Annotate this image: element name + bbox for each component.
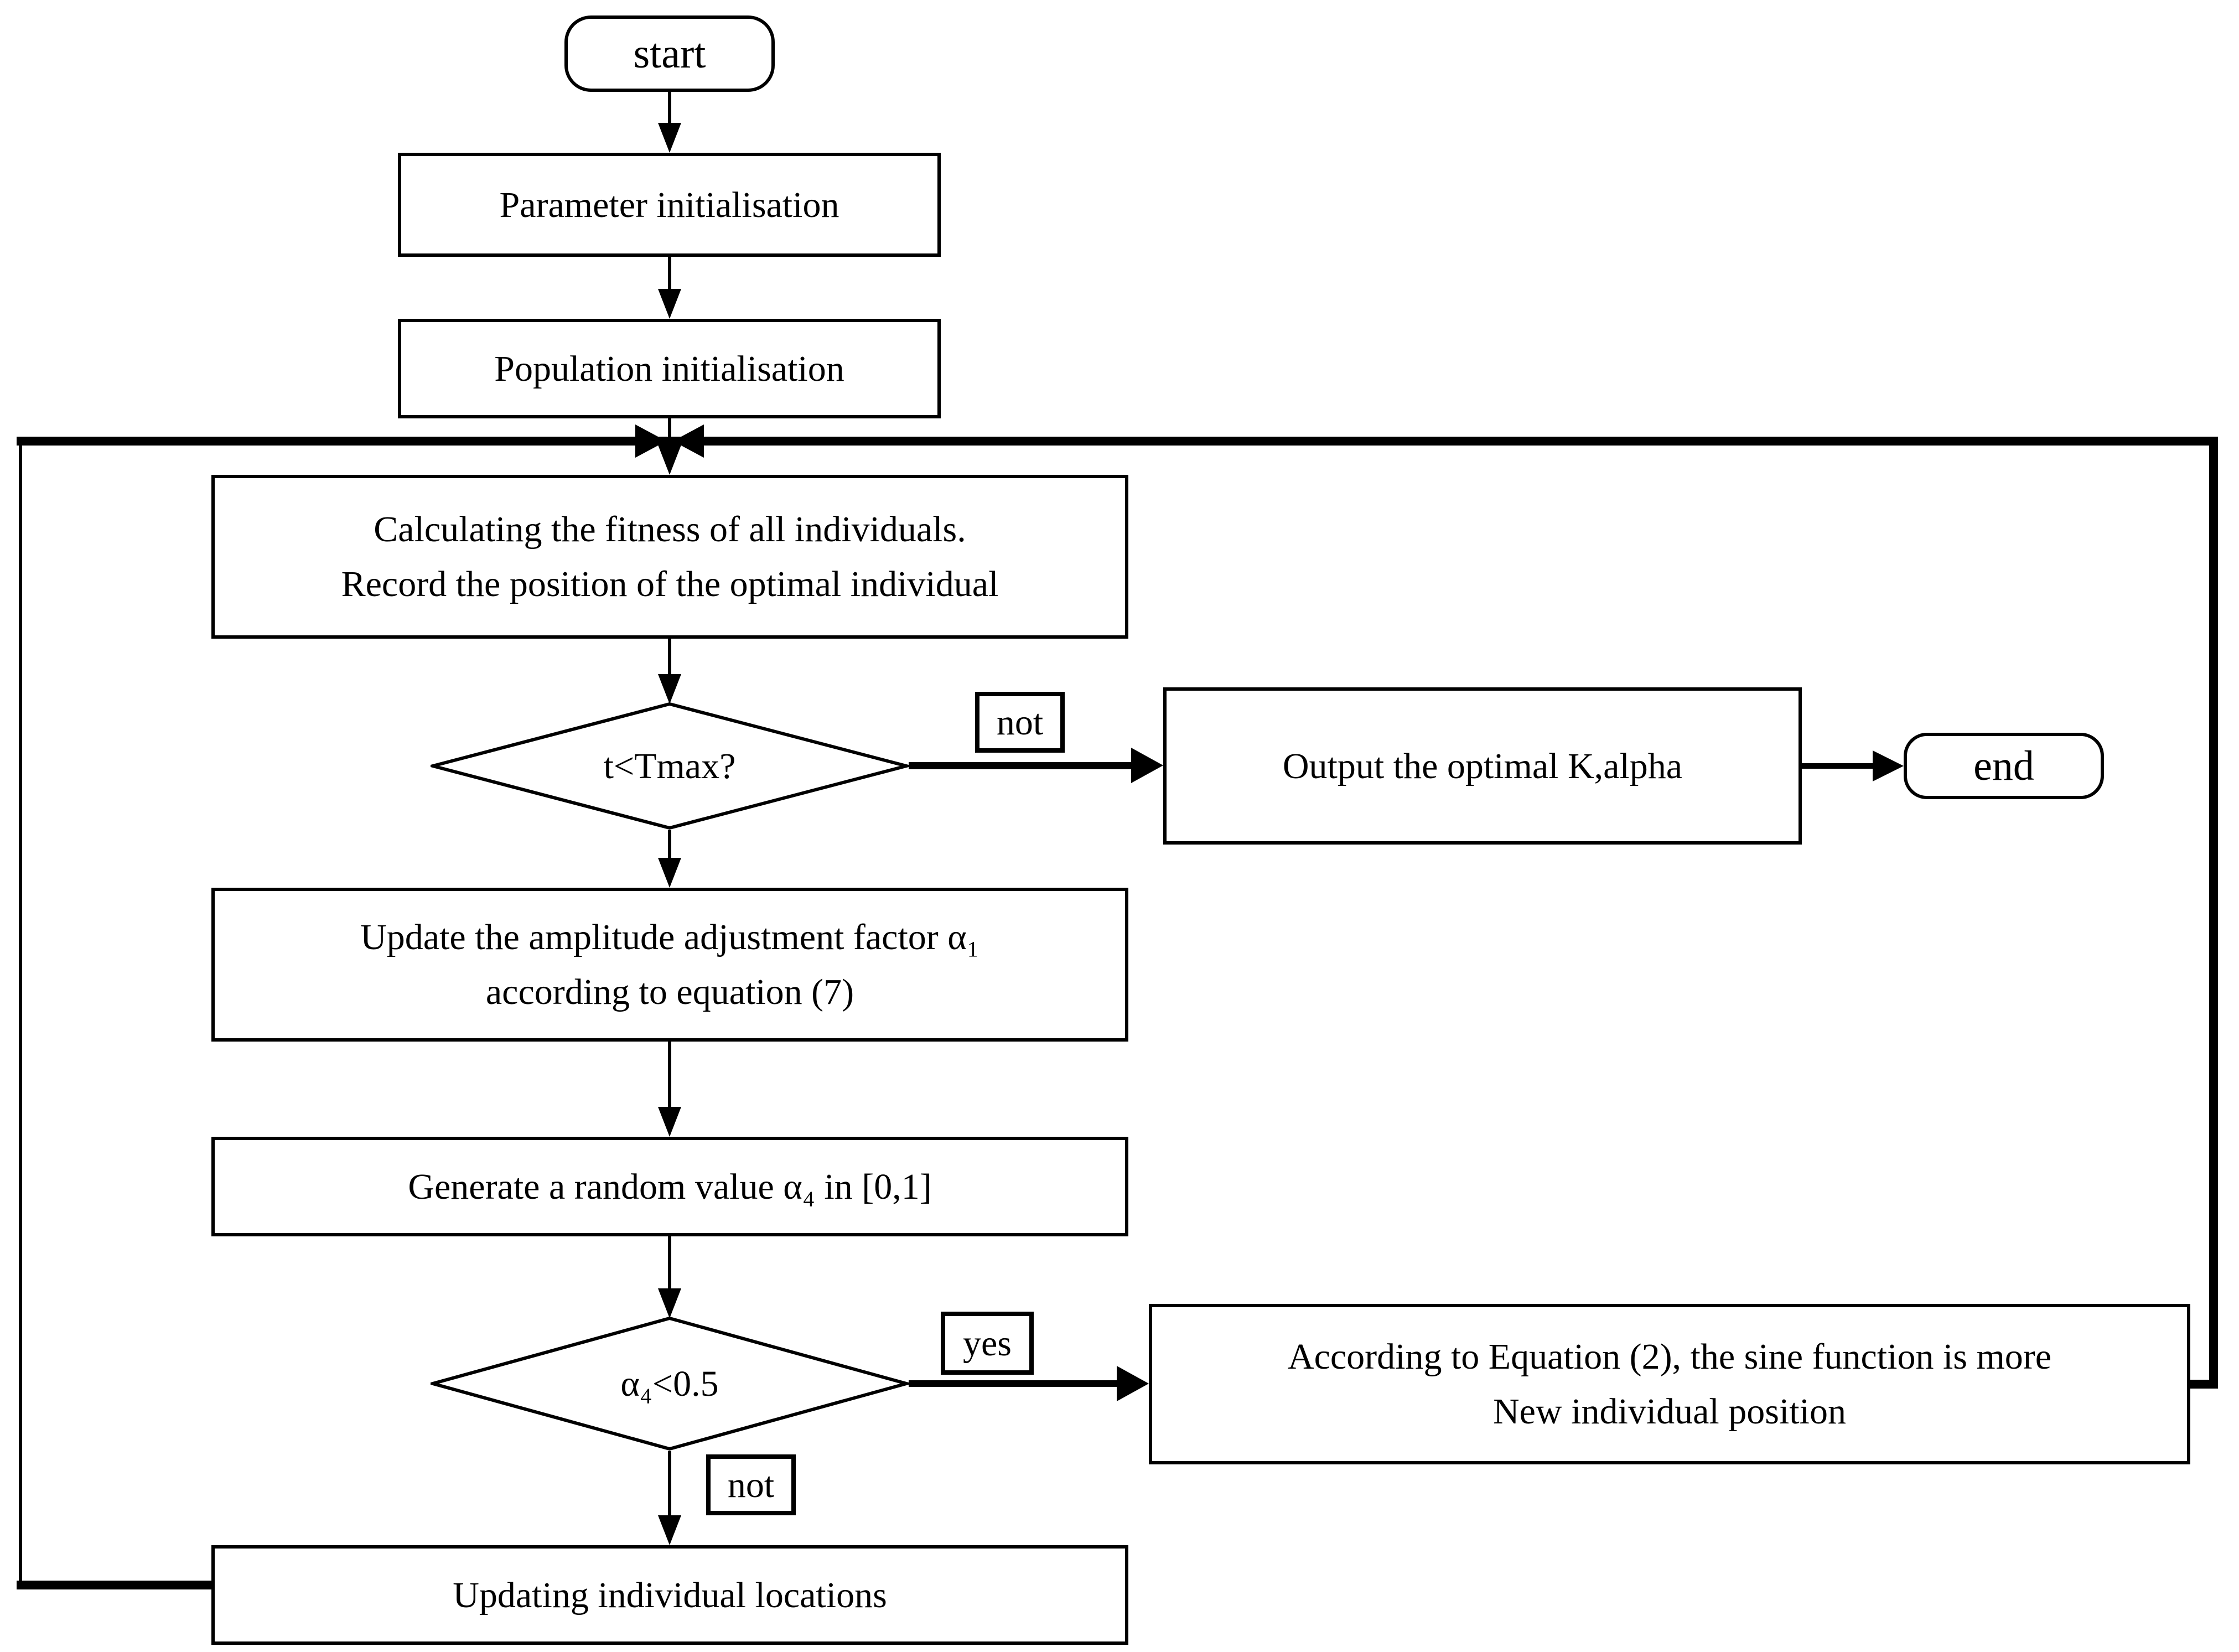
tmax-decision-label: t<Tmax? [603, 745, 736, 786]
not-label-bottom: not [706, 1454, 796, 1515]
arrowhead-start-to-param [658, 123, 681, 153]
connector-tmax-to-update [668, 830, 671, 860]
update-amplitude-label: Update the amplitude adjustment factor α… [360, 917, 979, 1012]
fitness-calculation-node: Calculating the fitness of all individua… [211, 475, 1128, 639]
connector-update-to-generate [668, 1042, 671, 1108]
start-label: start [633, 30, 706, 77]
output-optimal-node: Output the optimal K,alpha [1163, 687, 1802, 845]
connector-fitness-to-tmax [668, 639, 671, 676]
loop-right-connector [2190, 1380, 2218, 1389]
sine-update-label: According to Equation (2), the sine func… [1287, 1337, 2052, 1432]
not-label-bottom-text: not [727, 1464, 775, 1505]
updating-locations-label: Updating individual locations [453, 1575, 887, 1615]
update-amplitude-node: Update the amplitude adjustment factor α… [211, 888, 1128, 1042]
sine-update-node: According to Equation (2), the sine func… [1149, 1304, 2190, 1464]
arrowhead-alpha-to-updating [658, 1515, 681, 1545]
parameter-initialisation-node: Parameter initialisation [398, 153, 941, 257]
end-label: end [1973, 742, 2034, 789]
connector-generate-to-alpha [668, 1236, 671, 1291]
population-initialisation-node: Population initialisation [398, 319, 941, 418]
yes-label: yes [941, 1312, 1034, 1375]
fitness-calculation-label: Calculating the fitness of all individua… [341, 509, 999, 604]
arrowhead-update-to-generate [658, 1107, 681, 1137]
arrowhead-output-to-end [1873, 750, 1904, 781]
population-initialisation-label: Population initialisation [494, 348, 844, 389]
connector-param-to-pop [668, 257, 671, 291]
tmax-decision-shape [431, 702, 909, 830]
alpha-decision-label: α₄<0.5 [620, 1363, 719, 1404]
arrowhead-alpha-yes [1117, 1366, 1149, 1401]
output-optimal-label: Output the optimal K,alpha [1282, 745, 1683, 786]
arrowhead-loop-left-merge [635, 424, 666, 458]
connector-start-to-param [668, 92, 671, 125]
connector-output-to-end [1802, 763, 1874, 769]
arrowhead-param-to-pop [658, 289, 681, 319]
yes-label-text: yes [963, 1323, 1012, 1364]
updating-locations-node: Updating individual locations [211, 1545, 1128, 1645]
arrowhead-tmax-not [1131, 748, 1163, 783]
arrowhead-loop-right-merge [673, 424, 704, 458]
arrowhead-fitness-to-tmax [658, 674, 681, 704]
connector-pop-to-fitness [668, 418, 671, 446]
generate-random-node: Generate a random value α₄ in [0,1] [211, 1137, 1128, 1236]
not-label-top: not [975, 692, 1065, 753]
start-node: start [564, 15, 775, 92]
end-node: end [1904, 733, 2104, 799]
connector-alpha-yes [909, 1380, 1119, 1387]
loop-top-line [17, 437, 2218, 446]
tmax-decision-node: t<Tmax? [431, 702, 909, 830]
connector-tmax-not [909, 762, 1133, 769]
arrowhead-tmax-to-update [658, 858, 681, 888]
generate-random-label: Generate a random value α₄ in [0,1] [408, 1166, 932, 1207]
parameter-initialisation-label: Parameter initialisation [499, 184, 839, 225]
connector-alpha-to-updating [668, 1451, 671, 1518]
loop-right-vertical [2209, 437, 2218, 1389]
alpha-decision-shape [431, 1316, 909, 1451]
arrowhead-generate-to-alpha [658, 1288, 681, 1318]
alpha-decision-node: α₄<0.5 [431, 1316, 909, 1451]
loop-left-bottom-connector [17, 1581, 211, 1589]
not-label-top-text: not [996, 702, 1044, 743]
loop-left-vertical [19, 441, 22, 1589]
